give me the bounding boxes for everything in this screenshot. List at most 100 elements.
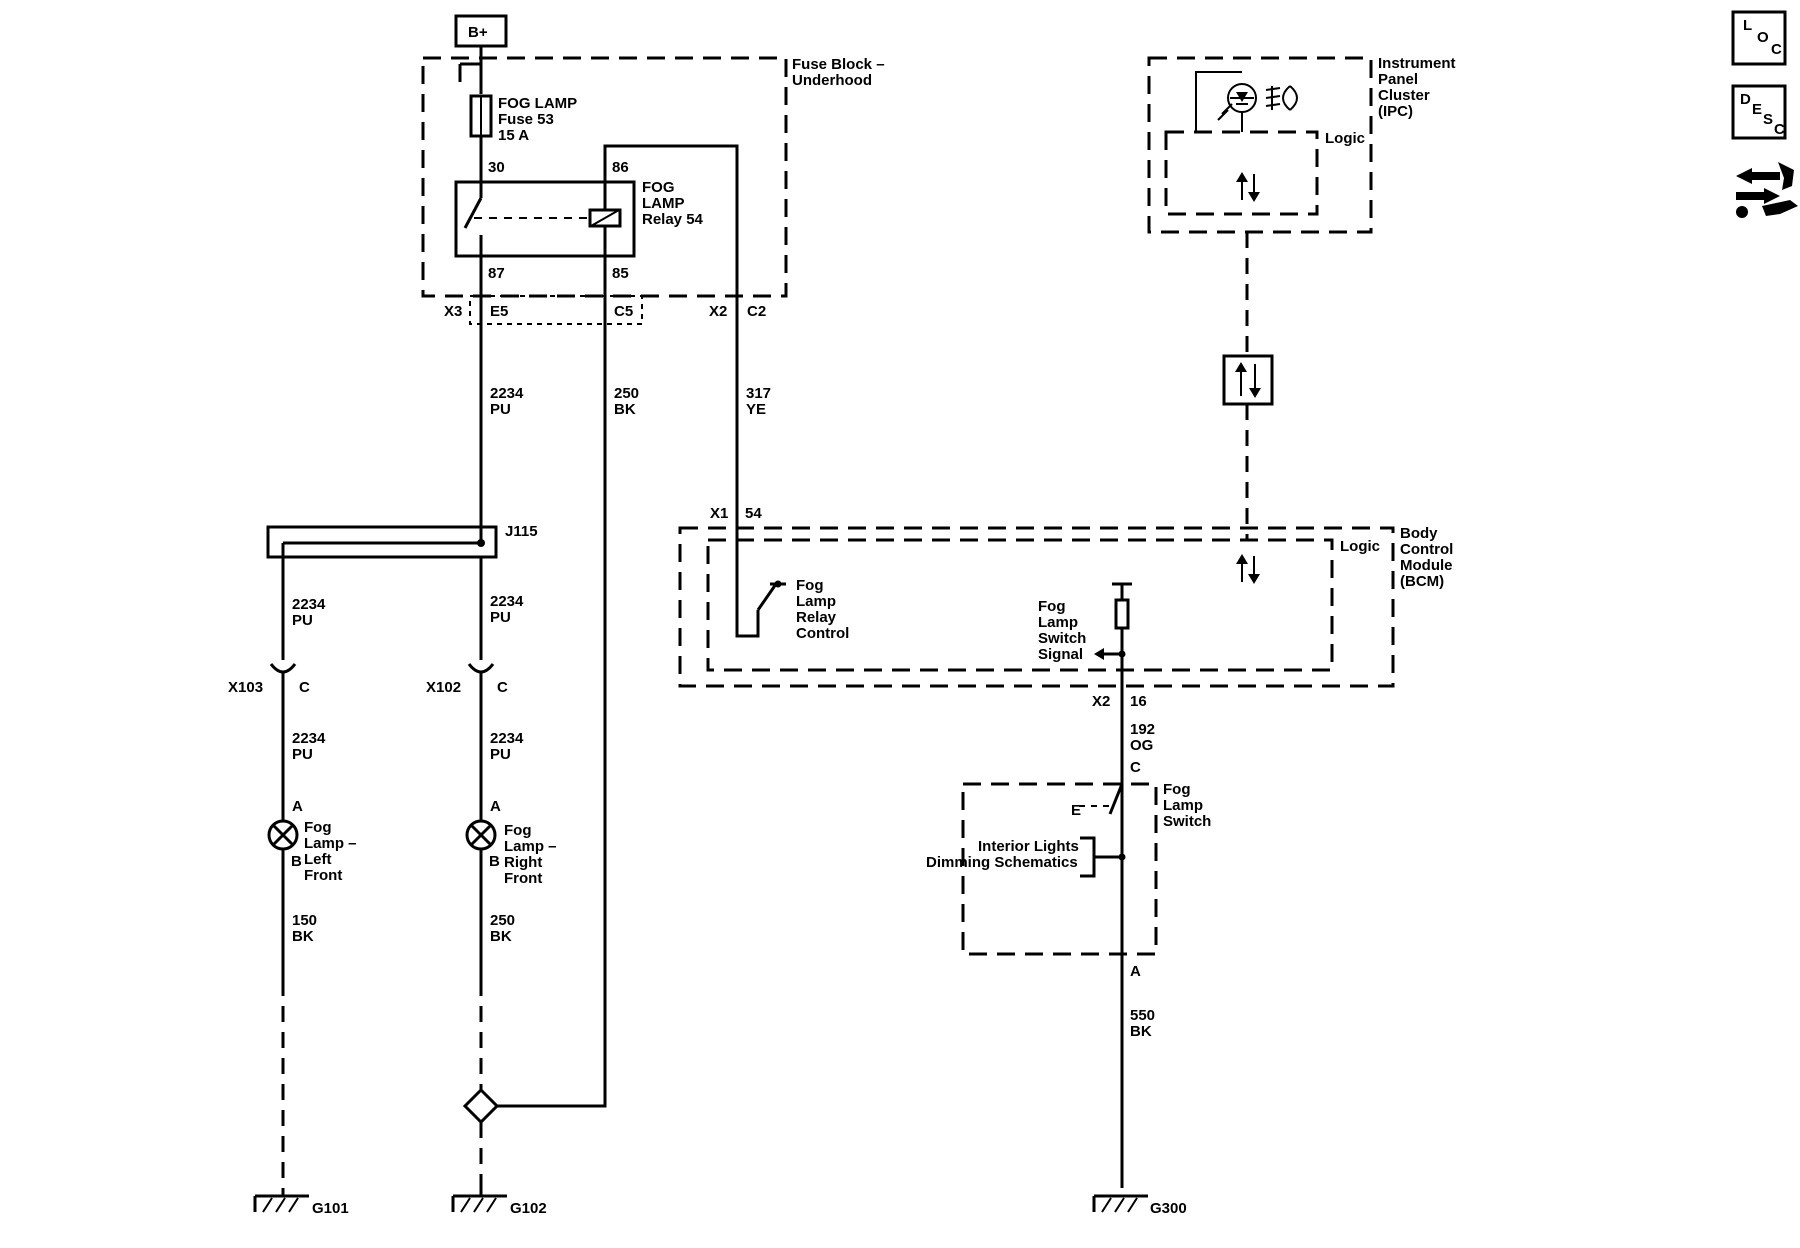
dimming-link-label[interactable]: Interior Lights bbox=[978, 838, 1079, 855]
bcm-connector-x2-pin: 16 bbox=[1130, 693, 1147, 710]
bcm-label-3: Module bbox=[1400, 557, 1453, 574]
ground-g101-label: G101 bbox=[312, 1200, 349, 1217]
ipc-label-2: Panel bbox=[1378, 71, 1418, 88]
fog-lamp-switch-contact-icon bbox=[1079, 783, 1124, 815]
fog-lamp-left-label: Fog bbox=[304, 819, 332, 836]
wire-color: YE bbox=[746, 401, 766, 418]
ipc-logic-label: Logic bbox=[1325, 130, 1365, 147]
desc-letter-c: C bbox=[1774, 121, 1785, 138]
splice-diamond-icon bbox=[462, 1087, 500, 1125]
switch-pin-c: C bbox=[1130, 759, 1141, 776]
fuse-block-label: Fuse Block – bbox=[792, 56, 885, 73]
wire-color: BK bbox=[1130, 1023, 1152, 1040]
switch-signal-label-2: Lamp bbox=[1038, 614, 1078, 631]
desc-letter-e: E bbox=[1752, 101, 1762, 118]
relay-pin-85: 85 bbox=[612, 265, 629, 282]
loc-letter-l: L bbox=[1743, 17, 1752, 34]
connector-wrench-icon[interactable] bbox=[1736, 162, 1798, 218]
fog-lamp-right-front-bulb-icon bbox=[465, 819, 497, 851]
ipc-label-4: (IPC) bbox=[1378, 103, 1413, 120]
location-view-icon[interactable]: L O C bbox=[1731, 10, 1787, 66]
wire-color: PU bbox=[292, 612, 313, 629]
connector-x2-fuse: X2 bbox=[709, 303, 727, 320]
ground-g300-icon bbox=[1092, 1194, 1148, 1213]
wire-color: PU bbox=[490, 401, 511, 418]
fog-lamp-switch-label-2: Lamp bbox=[1163, 797, 1203, 814]
fog-lamp-relay-54 bbox=[454, 148, 636, 258]
battery-positive-source: B+ bbox=[454, 14, 508, 60]
bcm-logic-box bbox=[706, 538, 1334, 672]
connector-e5: E5 bbox=[490, 303, 508, 320]
bcm-label-2: Control bbox=[1400, 541, 1453, 558]
bcm-connector-x1-pin: 54 bbox=[745, 505, 762, 522]
relay-label: FOG bbox=[642, 179, 675, 196]
connector-x102: X102 bbox=[426, 679, 461, 696]
relay-control-label-4: Control bbox=[796, 625, 849, 642]
dimming-link-label-2[interactable]: Dimming Schematics bbox=[926, 854, 1078, 871]
loc-letter-c: C bbox=[1771, 41, 1782, 58]
bcm-logic-label: Logic bbox=[1340, 538, 1380, 555]
bcm-label: Body bbox=[1400, 525, 1438, 542]
connector-c2: C2 bbox=[747, 303, 766, 320]
lamp-pin-a: A bbox=[292, 798, 303, 815]
fog-lamp-switch-box bbox=[961, 782, 1158, 956]
loc-letter-o: O bbox=[1757, 29, 1769, 46]
relay-control-switch-icon bbox=[756, 580, 786, 611]
lamp-pin-b: B bbox=[291, 853, 302, 870]
connector-c5: C5 bbox=[614, 303, 633, 320]
wire-number: 317 bbox=[746, 385, 771, 402]
battery-positive-label: B+ bbox=[468, 24, 488, 41]
fog-lamp-left-label-2: Lamp – bbox=[304, 835, 357, 852]
fog-lamp-left-label-4: Front bbox=[304, 867, 342, 884]
wire-number: 2234 bbox=[490, 385, 524, 402]
relay-label-3: Relay 54 bbox=[642, 211, 704, 228]
wire-color: PU bbox=[490, 746, 511, 763]
relay-pin-86: 86 bbox=[612, 159, 629, 176]
splice-j115 bbox=[266, 525, 498, 559]
ipc-label: Instrument bbox=[1378, 55, 1456, 72]
connector-x103-symbol bbox=[269, 663, 297, 688]
switch-signal-input-icon bbox=[1094, 582, 1132, 1188]
ipc-box bbox=[1147, 56, 1373, 234]
wire-number: 550 bbox=[1130, 1007, 1155, 1024]
bcm-connector-x1: X1 bbox=[710, 505, 728, 522]
relay-pin-87: 87 bbox=[488, 265, 505, 282]
fog-lamp-right-label-3: Right bbox=[504, 854, 542, 871]
lamp-pin-a: A bbox=[490, 798, 501, 815]
ground-g102-icon bbox=[451, 1188, 507, 1213]
bcm-label-4: (BCM) bbox=[1400, 573, 1444, 590]
switch-signal-label-4: Signal bbox=[1038, 646, 1083, 663]
relay-control-label-3: Relay bbox=[796, 609, 837, 626]
connector-x3: X3 bbox=[444, 303, 462, 320]
wire-number: 150 bbox=[292, 912, 317, 929]
ground-g101-icon bbox=[253, 1188, 309, 1213]
fuse-label-2: Fuse 53 bbox=[498, 111, 554, 128]
wire-color: BK bbox=[614, 401, 636, 418]
fog-lamp-right-label-2: Lamp – bbox=[504, 838, 557, 855]
switch-signal-label: Fog bbox=[1038, 598, 1066, 615]
fog-lamp-right-label-4: Front bbox=[504, 870, 542, 887]
description-view-icon[interactable]: D E S C bbox=[1731, 84, 1787, 140]
serial-data-box-icon bbox=[1222, 354, 1274, 406]
relay-control-label: Fog bbox=[796, 577, 824, 594]
fuse-block-underhood-box bbox=[421, 56, 788, 298]
wire-number: 250 bbox=[614, 385, 639, 402]
wire-color: PU bbox=[490, 609, 511, 626]
connector-x102-pin: C bbox=[497, 679, 508, 696]
desc-letter-d: D bbox=[1740, 91, 1751, 108]
bcm-data-arrows-icon bbox=[1236, 554, 1260, 584]
wire-number: 2234 bbox=[292, 730, 326, 747]
fog-lamp-indicator-icon bbox=[1195, 71, 1298, 132]
fog-lamp-right-label: Fog bbox=[504, 822, 532, 839]
switch-e-label: E bbox=[1071, 802, 1081, 819]
switch-signal-label-3: Switch bbox=[1038, 630, 1086, 647]
wire-number: 2234 bbox=[292, 596, 326, 613]
relay-control-wire bbox=[735, 290, 760, 638]
relay-control-label-2: Lamp bbox=[796, 593, 836, 610]
ipc-label-3: Cluster bbox=[1378, 87, 1430, 104]
fog-lamp-switch-label-3: Switch bbox=[1163, 813, 1211, 830]
wire-number: 192 bbox=[1130, 721, 1155, 738]
fuse-block-input-terminal bbox=[458, 58, 483, 94]
